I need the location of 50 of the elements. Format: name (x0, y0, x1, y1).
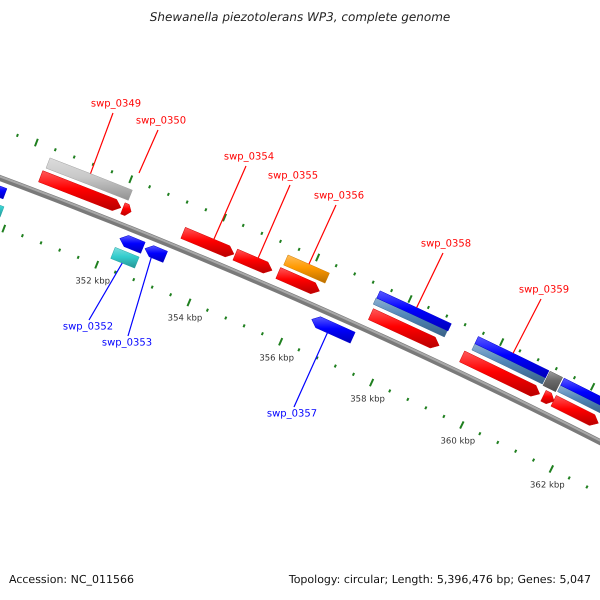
gene-feature (46, 158, 133, 201)
gene-label: swp_0355 (268, 170, 318, 182)
leader-line (88, 262, 123, 320)
leader-line (512, 298, 542, 354)
position-label: 358 kbp (350, 394, 385, 404)
leader-line (138, 130, 159, 174)
accession-text: Accession: NC_011566 (9, 574, 134, 586)
gene-feature (557, 385, 600, 416)
gene-feature (474, 336, 550, 378)
gene-feature (0, 184, 8, 200)
gene-feature (311, 316, 356, 344)
gene-label: swp_0350 (136, 116, 186, 126)
gene-label: swp_0349 (90, 98, 142, 110)
leader-line (213, 166, 247, 240)
gene-feature (120, 235, 146, 254)
gene-feature (283, 254, 330, 284)
gene-label: swp_0359 (518, 284, 570, 296)
gene-feature (368, 308, 440, 348)
gene-feature (180, 227, 234, 258)
gene-feature (110, 247, 140, 268)
gene-feature (120, 202, 132, 216)
leader-line (308, 204, 337, 264)
gene-feature (232, 248, 272, 274)
gene-label: swp_0357 (266, 408, 318, 420)
leader-line (293, 332, 328, 408)
position-label: 352 kbp (75, 277, 110, 286)
title: Shewanella piezotolerans WP3, complete genome (150, 11, 450, 24)
genome-summary-text: Topology: circular; Length: 5,396,476 bp; Genes: 5,047 (288, 574, 591, 586)
gene-feature (550, 395, 599, 426)
gene-label: swp_0358 (420, 238, 472, 250)
position-label: 362 kbp (530, 481, 565, 491)
leader-line (90, 112, 114, 174)
gene-feature (38, 170, 122, 211)
leader-line (416, 252, 444, 308)
gene-feature (540, 390, 554, 404)
gene-feature (276, 267, 320, 294)
gene-label: swp_0356 (314, 190, 364, 202)
leader-line (127, 257, 152, 336)
gene-feature (144, 245, 168, 263)
gene-feature (459, 350, 540, 396)
position-label: 356 kbp (259, 354, 294, 364)
gene-feature (376, 290, 452, 332)
position-label: 354 kbp (168, 314, 202, 324)
gene-feature (372, 298, 448, 338)
gene-label: swp_0354 (224, 152, 274, 162)
gene-label: swp_0352 (62, 322, 114, 332)
gene-label: swp_0353 (102, 338, 152, 348)
leader-line (258, 184, 291, 258)
position-label: 360 kbp (440, 437, 476, 447)
gene-feature (472, 343, 546, 384)
